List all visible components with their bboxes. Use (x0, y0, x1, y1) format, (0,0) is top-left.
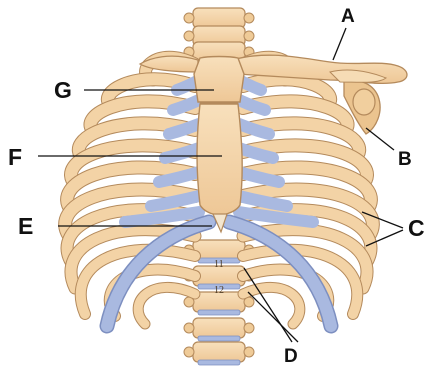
label-d: D (284, 346, 298, 367)
vertebra-number-12: 12 (214, 285, 224, 296)
costal-cartilage (151, 196, 199, 206)
label-f: F (8, 144, 22, 170)
label-e: E (18, 213, 33, 239)
label-g: G (54, 77, 72, 103)
transverse-process (244, 347, 254, 357)
transverse-process (184, 347, 194, 357)
transverse-process (244, 31, 254, 41)
sternum (194, 57, 244, 233)
vertebra (193, 342, 245, 362)
transverse-process (184, 323, 194, 333)
transverse-process (184, 31, 194, 41)
intervertebral-disc (198, 360, 240, 365)
transverse-process (184, 13, 194, 23)
transverse-process (244, 323, 254, 333)
costal-cartilage (239, 196, 287, 206)
vertebra (193, 318, 245, 338)
label-a: A (341, 6, 355, 27)
vertebra (193, 8, 245, 28)
leader-b (366, 128, 394, 150)
intervertebral-disc (198, 310, 240, 315)
label-b: B (398, 149, 412, 170)
transverse-process (244, 13, 254, 23)
leader-a (333, 28, 346, 60)
intervertebral-disc (198, 336, 240, 341)
vertebra-number-11: 11 (214, 259, 224, 270)
label-c: C (408, 215, 425, 241)
